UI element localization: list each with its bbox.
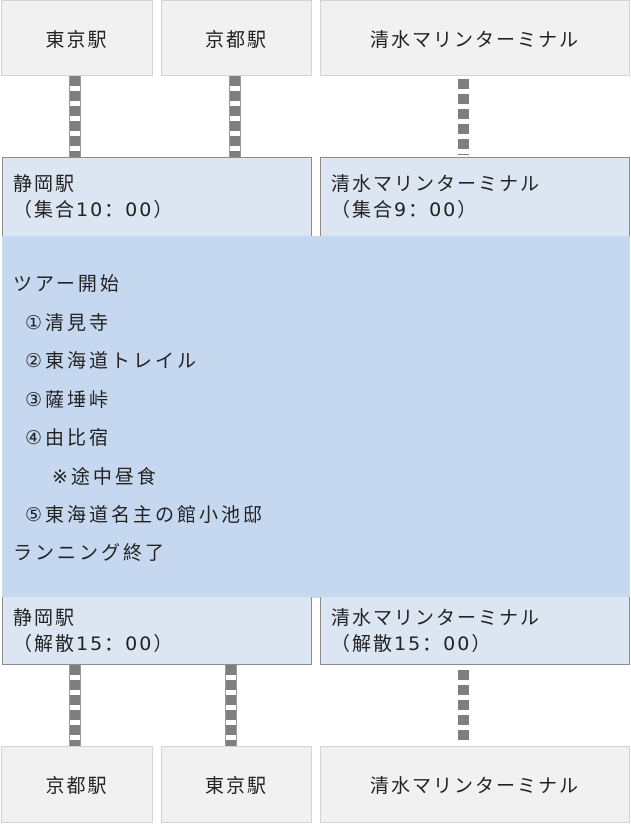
rail-line-tokyo-top: [69, 76, 81, 158]
start-hub-shizuoka: 静岡駅 （集合10：00）: [2, 157, 312, 237]
top-station-shimizu-marine-terminal: 清水マリンターミナル: [320, 0, 630, 76]
station-label: 京都駅: [45, 775, 109, 797]
tour-stop: ①清見寺: [25, 312, 112, 334]
end-hub-shimizu: 清水マリンターミナル （解散15：00）: [320, 597, 630, 665]
ferry-line-top: [458, 79, 469, 155]
top-station-kyoto: 京都駅: [161, 0, 312, 76]
rail-line-kyoto-top: [229, 76, 241, 158]
station-label: 清水マリンターミナル: [369, 775, 580, 797]
bottom-station-tokyo: 東京駅: [161, 746, 312, 823]
hub-name: 清水マリンターミナル: [331, 607, 542, 629]
top-station-tokyo: 東京駅: [1, 0, 153, 76]
tour-route-panel: ツアー開始 ①清見寺 ②東海道トレイル ③薩埵峠 ④由比宿 ※途中昼食 ⑤東海道…: [2, 236, 630, 598]
hub-dismissal-time: （解散15：00）: [13, 633, 175, 655]
tour-end: ランニング終了: [13, 542, 168, 564]
rail-line-tokyo-bottom: [225, 665, 237, 746]
hub-dismissal-time: （解散15：00）: [331, 633, 493, 655]
hub-name: 清水マリンターミナル: [331, 173, 542, 195]
hub-meeting-time: （集合9：00）: [331, 199, 479, 221]
tour-stop: ⑤東海道名主の館小池邸: [25, 504, 266, 526]
rail-line-kyoto-bottom: [69, 665, 81, 746]
hub-meeting-time: （集合10：00）: [13, 199, 175, 221]
bottom-station-kyoto: 京都駅: [1, 746, 153, 823]
station-label: 東京駅: [204, 775, 268, 797]
bottom-station-shimizu-marine-terminal: 清水マリンターミナル: [320, 746, 630, 823]
hub-name: 静岡駅: [13, 607, 77, 629]
ferry-line-bottom: [458, 670, 469, 742]
station-label: 清水マリンターミナル: [369, 28, 580, 51]
tour-stop: ④由比宿: [25, 427, 112, 449]
end-hub-shizuoka: 静岡駅 （解散15：00）: [2, 597, 312, 665]
tour-lunch-note: ※途中昼食: [52, 466, 159, 488]
tour-stop: ②東海道トレイル: [25, 350, 200, 372]
hub-name: 静岡駅: [13, 173, 77, 195]
station-label: 京都駅: [204, 28, 268, 51]
start-hub-shimizu: 清水マリンターミナル （集合9：00）: [320, 157, 630, 237]
tour-start: ツアー開始: [13, 273, 122, 295]
station-label: 東京駅: [45, 28, 109, 51]
tour-stop: ③薩埵峠: [25, 389, 112, 411]
